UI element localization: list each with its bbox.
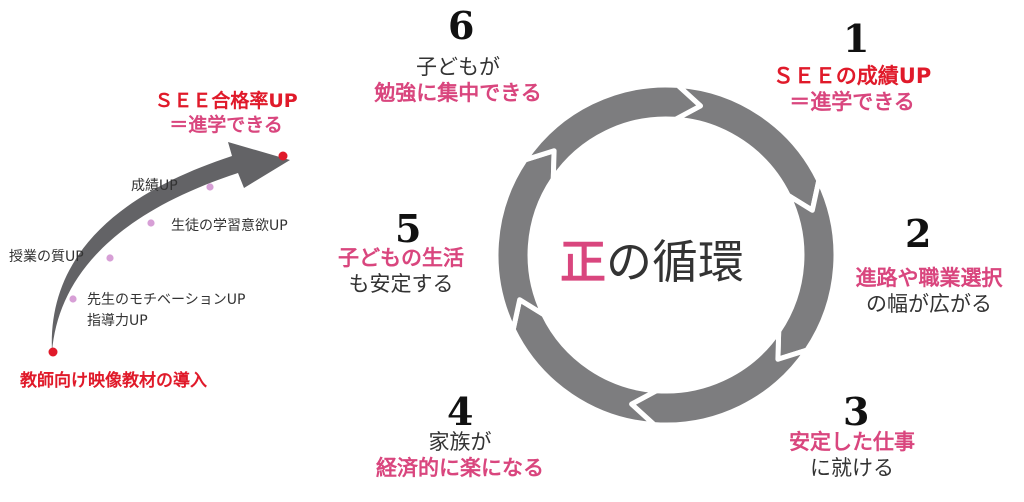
goal-label-line1: ＳＥＥ合格率UP [154, 90, 298, 112]
goal-label-line2: ＝進学できる [169, 113, 283, 136]
step-label-2: 進路や職業選択 の幅が広がる [836, 266, 1022, 317]
center-title: 正の循環 [560, 226, 780, 292]
goal-label: ＳＥＥ合格率UP ＝進学できる [126, 90, 326, 138]
growth-step-1: 先生のモチベーションUP [87, 292, 246, 308]
step-label-2-line2: の幅が広がる [866, 291, 992, 316]
step-label-6: 子どもが 勉強に集中できる [358, 55, 558, 106]
cycle-segment-6 [522, 82, 703, 182]
step-label-3-line1: 安定した仕事 [789, 430, 915, 454]
growth-step-5: 成績UP [131, 178, 178, 194]
step-dot [69, 295, 77, 303]
step-label-4-line2: 経済的に楽になる [376, 455, 544, 480]
step-dot [206, 183, 214, 191]
step-number-1: 1 [843, 16, 870, 61]
step-label-6-line2: 勉強に集中できる [374, 80, 542, 105]
step-label-5-line1: 子どもの生活 [338, 246, 464, 270]
step-label-3-line2: に就ける [810, 455, 894, 480]
growth-arrow-body [51, 142, 290, 352]
step-label-5: 子どもの生活 も安定する [316, 246, 486, 297]
step-label-2-line1: 進路や職業選択 [855, 266, 1003, 290]
start-dot [48, 347, 58, 357]
growth-step-2: 指導力UP [87, 313, 148, 329]
cycle-segment-2 [775, 178, 839, 362]
step-number-4: 4 [447, 389, 474, 434]
step-label-6-line1: 子どもが [416, 55, 500, 79]
cycle-segment-4 [510, 297, 659, 428]
growth-step-3: 授業の質UP [9, 249, 84, 265]
center-title-accent: 正 [560, 235, 606, 289]
step-label-1-line2: ＝進学できる [789, 89, 915, 114]
step-number-5: 5 [395, 206, 422, 251]
growth-arrow [48, 142, 290, 357]
step-label-4: 家族が 経済的に楽になる [360, 430, 560, 481]
growth-step-4: 生徒の学習意欲UP [171, 218, 288, 234]
step-label-3: 安定した仕事 に就ける [762, 430, 942, 481]
center-title-rest: の循環 [606, 235, 744, 289]
step-label-4-line1: 家族が [428, 430, 492, 454]
step-number-2: 2 [905, 211, 932, 256]
step-label-1-line1: ＳＥＥの成績UP [772, 64, 932, 88]
cycle-ring [493, 82, 839, 428]
step-dot [106, 254, 114, 262]
cycle-segment-5 [493, 148, 557, 332]
step-label-5-line2: も安定する [348, 271, 454, 296]
step-number-6: 6 [448, 3, 475, 48]
start-label: 教師向け映像教材の導入 [20, 371, 207, 391]
step-number-3: 3 [843, 389, 870, 434]
goal-dot [278, 151, 288, 161]
step-dot [147, 219, 155, 227]
cycle-segment-3 [629, 328, 810, 428]
step-label-1: ＳＥＥの成績UP ＝進学できる [752, 64, 952, 115]
